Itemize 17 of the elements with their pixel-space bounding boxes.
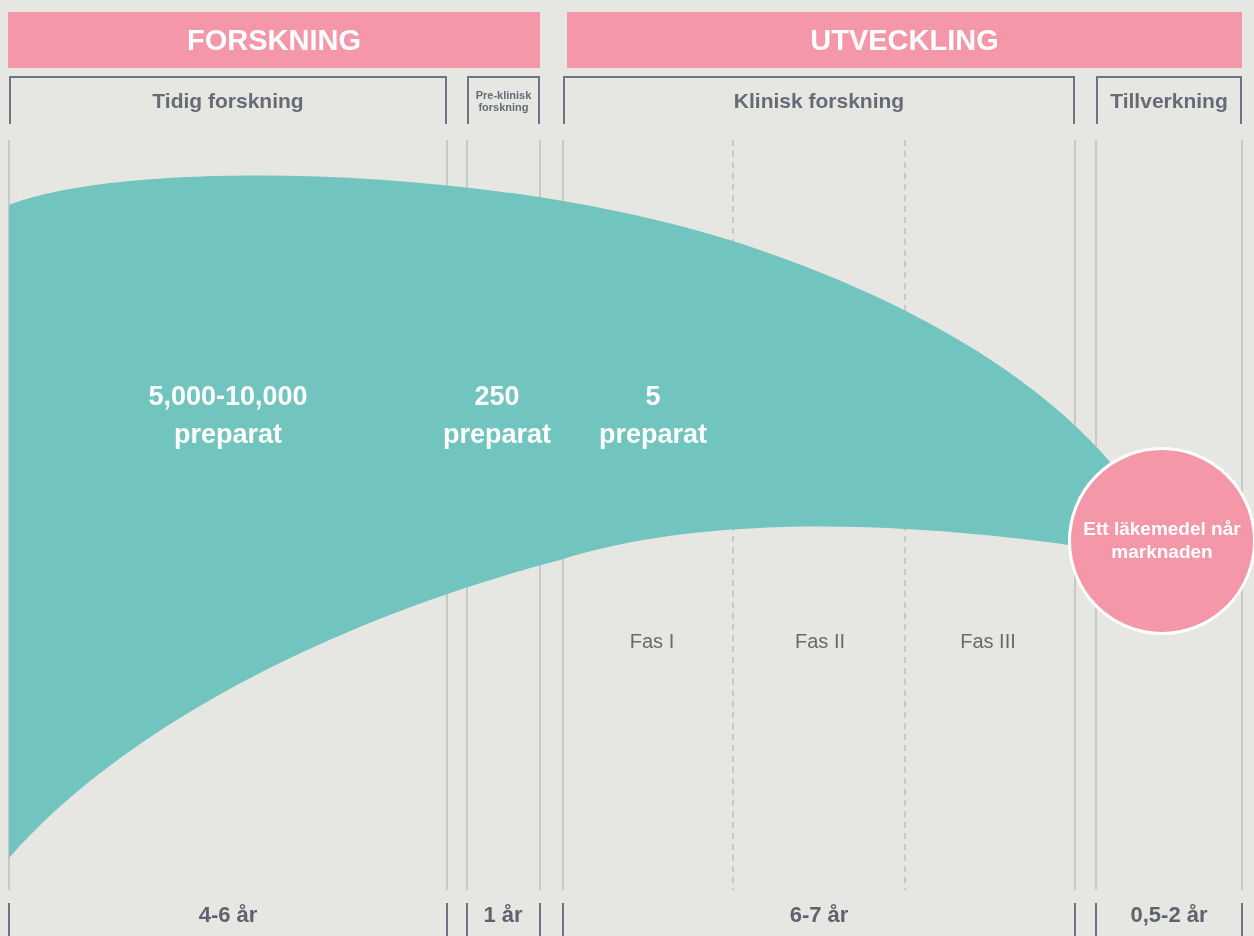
phase-label: Fas I	[629, 630, 675, 653]
count-label: 250 preparat	[441, 380, 552, 451]
bracket-header: Pre-klinisk forskning	[467, 76, 540, 124]
bracket-header: Klinisk forskning	[563, 76, 1075, 124]
bracket-header: Tillverkning	[1096, 76, 1242, 124]
section-band: FORSKNING	[8, 12, 540, 68]
section-band: UTVECKLING	[567, 12, 1242, 68]
count-label: 5 preparat	[597, 380, 708, 451]
bracket-header: Tidig forskning	[9, 76, 447, 124]
phase-label: Fas III	[960, 630, 1016, 653]
duration-label: 6-7 år	[789, 902, 849, 928]
duration-label: 0,5-2 år	[1130, 902, 1208, 928]
phase-label: Fas II	[795, 630, 845, 653]
count-label: 5,000-10,000 preparat	[147, 380, 309, 451]
duration-label: 1 år	[483, 902, 523, 928]
duration-label: 4-6 år	[198, 902, 258, 928]
milestone-circle: Ett läkemedel når marknaden	[1068, 447, 1254, 635]
